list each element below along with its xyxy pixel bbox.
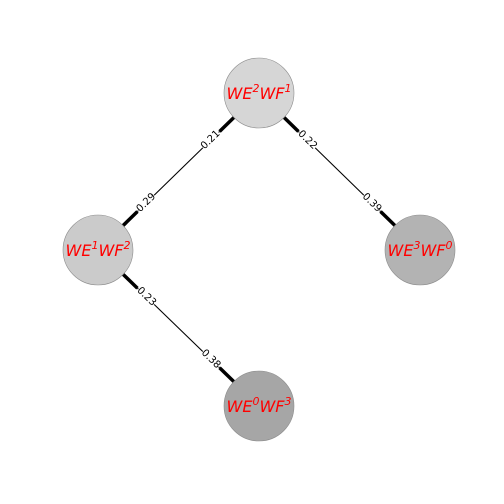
- node-label-top: WE2WF1: [227, 82, 292, 103]
- edges-layer: [96, 91, 422, 408]
- node-bottom: [223, 370, 295, 442]
- edge-weight-bg: [198, 346, 224, 372]
- edge-weight-bg: [295, 127, 321, 153]
- nodes-layer: [62, 57, 456, 442]
- edge-weight-bg: [197, 127, 223, 153]
- node-label-right: WE3WF0: [388, 239, 453, 260]
- node-right: [384, 214, 456, 286]
- node-left: [62, 214, 134, 286]
- node-label-bottom: WE0WF3: [227, 395, 292, 416]
- node-top: [223, 57, 295, 129]
- edge-weight-bg: [133, 190, 159, 215]
- edge-weight-bg: [359, 190, 385, 215]
- edge-weight-bg: [134, 284, 160, 309]
- node-label-left: WE1WF2: [66, 239, 131, 260]
